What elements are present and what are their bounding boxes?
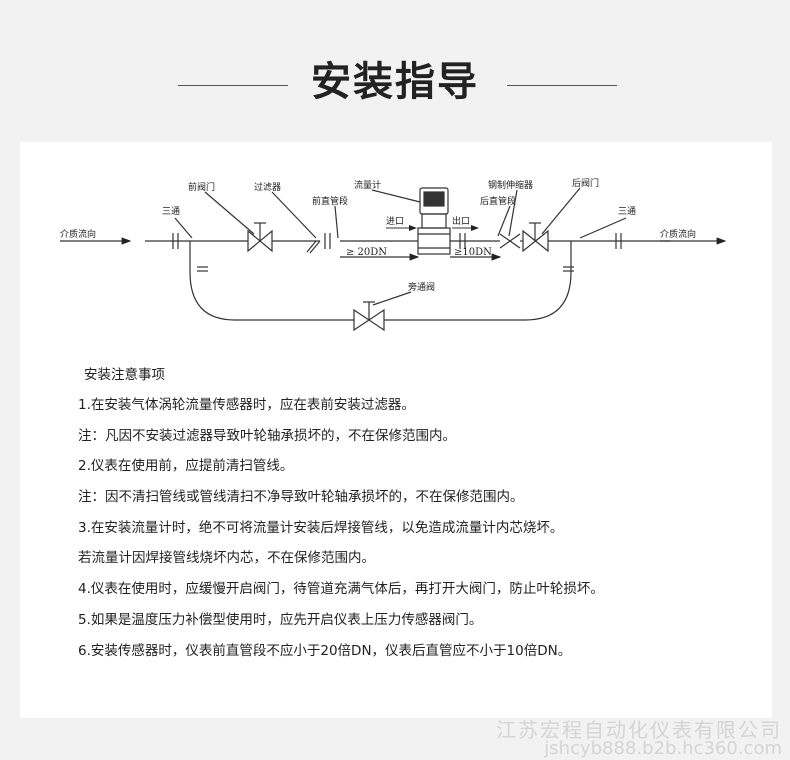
label-front-valve: 前阀门 (188, 181, 215, 193)
watermark-company: 江苏宏程自动化仪表有限公司 (496, 718, 782, 742)
note-line: 若流量计因焊接管线烧坏内芯，不在保修范围内。 (78, 550, 375, 567)
label-flow-in: 介质流向 (60, 228, 96, 240)
note-line: 注：因不清扫管线或管线清扫不净导致叶轮轴承损坏的，不在保修范围内。 (78, 489, 524, 506)
installation-diagram: 三通 前阀门 过滤器 前直管段 流量计 钢制伸缩器 后阀门 三通 介质流向 介质… (60, 177, 727, 332)
header-rule-left (178, 85, 288, 86)
label-front-dn: ≥ 20DN (346, 247, 387, 258)
label-tee-left: 三通 (162, 206, 180, 217)
label-rear-straight: 后直管段 (480, 195, 516, 207)
label-rear-dn: ≥10DN (454, 247, 492, 258)
note-line: 3.在安装流量计时，绝不可将流量计安装后焊接管线，以免造成流量计内芯烧坏。 (78, 519, 564, 536)
label-inlet: 进口 (386, 216, 404, 227)
content-panel: 三通 前阀门 过滤器 前直管段 流量计 钢制伸缩器 后阀门 三通 介质流向 介质… (20, 142, 772, 718)
note-line: 5.如果是温度压力补偿型使用时，应先开启仪表上压力传感器阀门。 (78, 611, 483, 628)
installation-notes: 安装注意事项 1.在安装气体涡轮流量传感器时，应在表前安装过滤器。 注：凡因不安… (78, 360, 768, 666)
note-line: 4.仪表在使用时，应缓慢开启阀门，待管道充满气体后，再打开大阀门，防止叶轮损坏。 (78, 581, 604, 598)
section-header: 安装指导 (0, 0, 790, 140)
watermark-url: jshcyb888.b2b.hc360.com (544, 738, 782, 759)
page-title: 安装指导 (311, 59, 479, 105)
notes-title: 安装注意事项 (84, 367, 165, 383)
label-flow-out: 介质流向 (660, 228, 696, 240)
label-front-straight: 前直管段 (312, 195, 348, 207)
label-flowmeter: 流量计 (354, 179, 381, 191)
note-line: 1.在安装气体涡轮流量传感器时，应在表前安装过滤器。 (78, 397, 415, 413)
label-rear-valve: 后阀门 (572, 177, 599, 189)
label-filter: 过滤器 (254, 181, 281, 193)
label-outlet: 出口 (452, 215, 470, 227)
note-line: 2.仪表在使用前，应提前清扫管线。 (78, 458, 294, 475)
note-line: 6.安装传感器时，仪表前直管段不应小于20倍DN，仪表后直管应不小于10倍DN。 (78, 642, 572, 659)
label-tee-right: 三通 (618, 206, 636, 217)
label-steel-expander: 钢制伸缩器 (488, 179, 533, 191)
label-bypass-valve: 旁通阀 (408, 281, 435, 293)
note-line: 注：凡因不安装过滤器导致叶轮轴承损坏的，不在保修范围内。 (78, 427, 456, 444)
header-rule-right (507, 85, 617, 86)
